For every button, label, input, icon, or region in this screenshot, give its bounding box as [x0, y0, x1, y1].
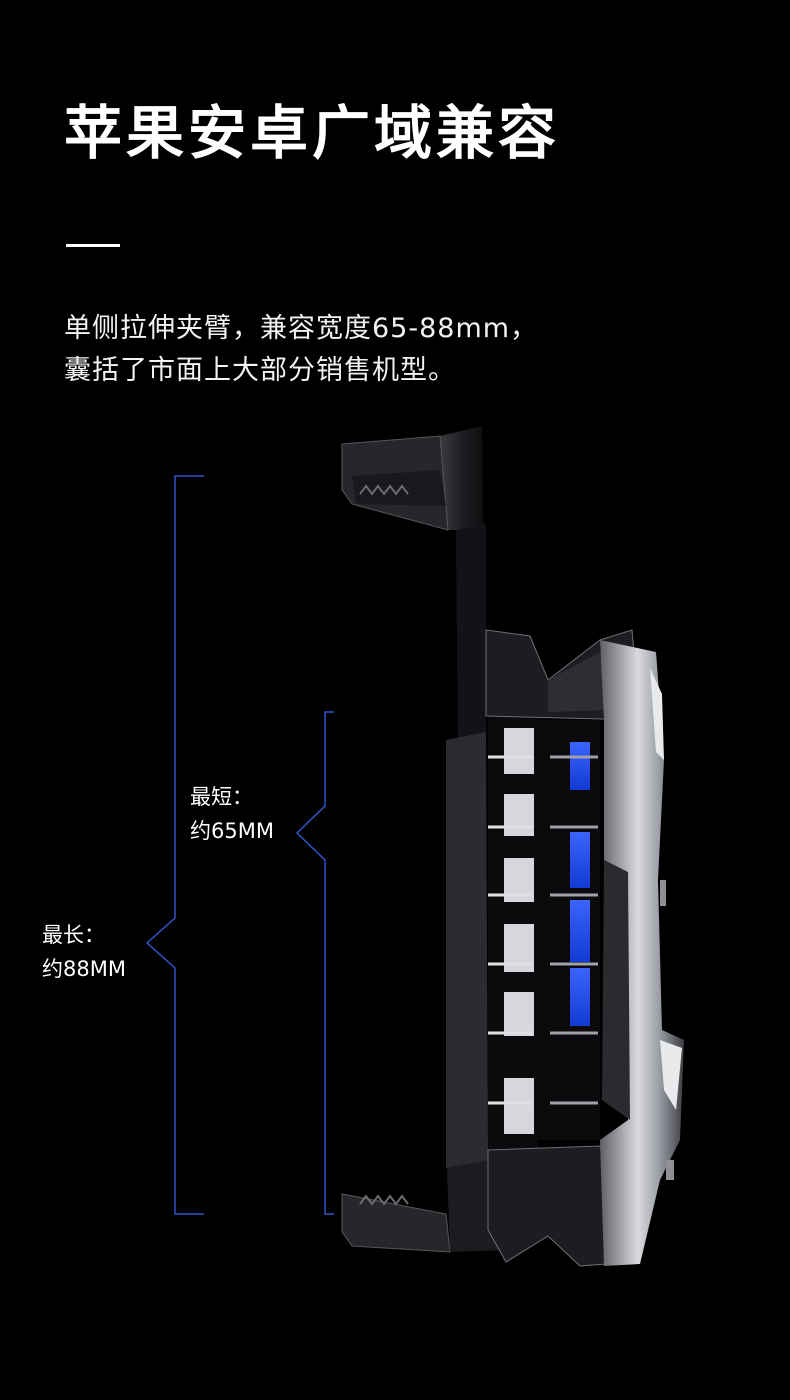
short-value: 约65MM — [190, 819, 274, 843]
page-title: 苹果安卓广域兼容 — [64, 99, 561, 167]
long-label: 最长： — [42, 923, 105, 947]
title-divider — [66, 244, 120, 247]
cooler-body — [446, 629, 684, 1267]
short-bracket — [295, 711, 334, 1215]
long-value: 约88MM — [42, 957, 126, 981]
description-line-2: 囊括了市面上大部分销售机型。 — [64, 355, 456, 386]
short-label: 最短： — [190, 785, 253, 809]
short-measurement-label: 最短： 约65MM — [190, 780, 274, 848]
description-line-1: 单侧拉伸夹臂，兼容宽度65-88mm， — [64, 313, 539, 344]
description: 单侧拉伸夹臂，兼容宽度65-88mm， 囊括了市面上大部分销售机型。 — [64, 308, 538, 392]
long-measurement-label: 最长： 约88MM — [42, 918, 126, 986]
long-bracket — [145, 475, 204, 1215]
